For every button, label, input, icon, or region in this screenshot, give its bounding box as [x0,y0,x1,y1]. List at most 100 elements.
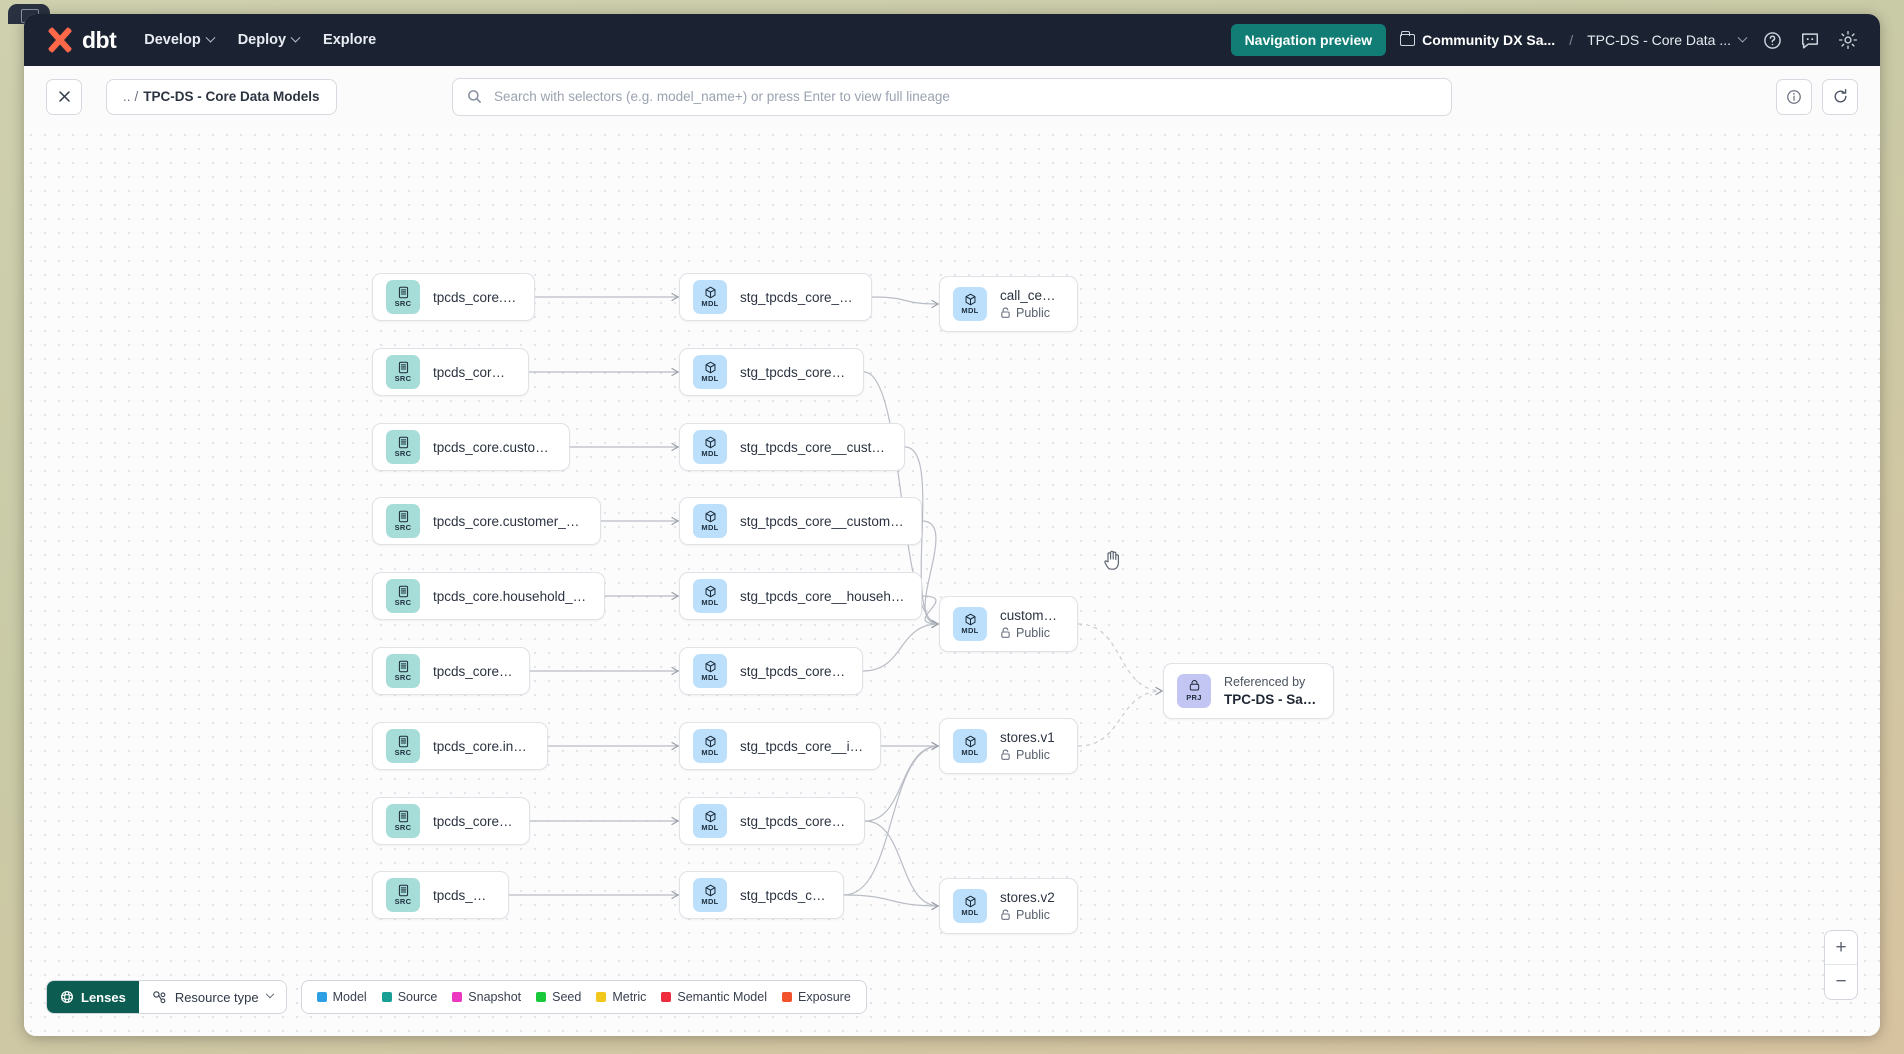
lineage-node-stg-tpcds-core-income-band[interactable]: MDL stg_tpcds_core__income_band [679,722,881,770]
lineage-edge-arrow [671,516,679,526]
lineage-search-bar[interactable] [452,77,1452,116]
lineage-edge-arrow [931,741,939,751]
breadcrumb-chip[interactable]: .. / TPC-DS - Core Data Models [106,78,337,115]
legend-item-source[interactable]: Source [381,990,437,1004]
dbt-logo[interactable]: dbt [40,26,117,54]
lineage-canvas[interactable]: SRCtpcds_core.call_centerSRCtpcds_core.c… [24,128,1880,1036]
legend-label: Model [332,990,367,1004]
legend-item-exposure[interactable]: Exposure [781,990,851,1004]
node-label: call_centers [1000,288,1061,303]
dbt-logo-text: dbt [82,26,117,53]
mdl-badge-icon: MDL [693,280,727,314]
mdl-badge-icon: MDL [953,889,987,923]
node-label: tpcds_core.customer [433,364,512,380]
lineage-edge [871,296,940,305]
zoom-out-button[interactable]: − [1835,971,1847,992]
project-breadcrumb[interactable]: TPC-DS - Core Data ... [1587,32,1748,48]
legend-item-seed[interactable]: Seed [536,990,581,1004]
nav-item-deploy[interactable]: Deploy [237,32,301,48]
legend-item-model[interactable]: Model [316,990,367,1004]
chevron-down-icon [265,989,274,999]
legend-swatch [316,992,327,1002]
refresh-icon[interactable] [1822,78,1858,115]
lineage-node-tpcds-core-customer-address[interactable]: SRC tpcds_core.customer_address [372,423,570,471]
help-icon[interactable] [1760,28,1784,52]
close-button[interactable] [46,78,82,115]
lineage-edge-arrow [931,619,939,629]
lineage-edge-arrow [931,619,939,629]
canvas-bottom-bar: Lenses Resource type Model Source Snapshot… [46,980,867,1014]
breadcrumb-chip-label: TPC-DS - Core Data Models [143,89,320,104]
node-text-stack: tpcds_core.customer_address [433,440,553,455]
nodes-icon [153,990,166,1003]
chevron-down-icon [205,32,216,43]
node-label: tpcds_core.income_band [433,738,531,754]
lineage-edge-arrow [931,299,939,309]
nav-item-explore[interactable]: Explore [323,32,376,48]
src-badge-icon: SRC [386,430,420,464]
lineage-edge-arrow [1155,686,1163,696]
resource-type-dropdown[interactable]: Resource type [138,981,286,1013]
nav-item-develop-label: Develop [144,32,201,48]
lineage-node-stg-tpcds-core-customer-demogra[interactable]: MDLstg_tpcds_core__customer_demogra... [679,497,922,545]
lineage-edge-arrow [931,619,939,629]
account-name: Community DX Sa... [1422,32,1556,48]
node-label: tpcds_core.customer_address [433,439,553,455]
chevron-down-icon [1737,32,1748,43]
node-label: stg_tpcds_core__customer_address [740,439,888,455]
top-navigation-bar: dbt Develop Deploy Explore Navigation pr… [24,14,1880,66]
lineage-edge-arrow [931,619,939,629]
mdl-badge-icon: MDL [693,804,727,838]
mdl-badge-icon: MDL [693,729,727,763]
lenses-button[interactable]: Lenses [47,981,139,1013]
dbt-explore-app: dbt Develop Deploy Explore Navigation pr… [24,14,1880,1036]
lenses-button-label: Lenses [81,989,126,1005]
legend-swatch [452,992,463,1002]
gear-icon[interactable] [1836,28,1860,52]
node-label: stg_tpcds_core__income_band [740,738,864,754]
feedback-icon[interactable] [1798,28,1822,52]
info-icon[interactable] [1776,78,1812,115]
mdl-badge-icon: MDL [693,654,727,688]
lineage-node-stg-tpcds-core-household-demogr[interactable]: MDLstg_tpcds_core__household_demogr... [679,572,922,620]
node-text-stack: call_centersPublic [1000,288,1061,320]
navigation-preview-button[interactable]: Navigation preview [1230,24,1387,56]
node-text-stack: tpcds_core.customer_demographics [433,514,584,529]
legend-item-snapshot[interactable]: Snapshot [452,990,521,1004]
search-input[interactable] [494,89,1437,104]
top-nav-right-group: Navigation preview Community DX Sa... / … [1230,24,1864,56]
lineage-toolbar: .. / TPC-DS - Core Data Models [24,66,1880,128]
lineage-edge [921,595,940,625]
folder-icon [1400,31,1416,46]
resource-type-legend: Model Source Snapshot Seed Metric Semantic Mo… [300,980,867,1014]
lineage-edge-arrow [671,816,679,826]
legend-item-semantic-model[interactable]: Semantic Model [661,990,767,1004]
zoom-in-button[interactable]: + [1825,931,1857,965]
lineage-edge-arrow [671,367,679,377]
nav-item-deploy-label: Deploy [237,32,287,48]
node-text-stack: stg_tpcds_core__income_band [740,739,864,754]
legend-item-metric[interactable]: Metric [596,990,646,1004]
nav-item-develop[interactable]: Develop [144,32,216,48]
account-breadcrumb[interactable]: Community DX Sa... [1400,31,1556,48]
